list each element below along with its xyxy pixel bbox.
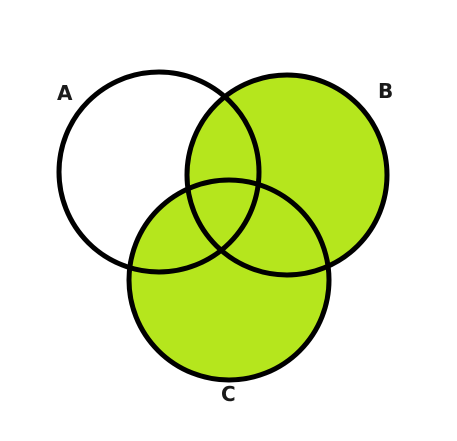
set-c-circle [126, 177, 332, 383]
outline-group [56, 69, 390, 383]
set-c-fill [129, 180, 329, 380]
set-a-label: A [57, 81, 73, 105]
set-b-circle [184, 72, 390, 278]
set-c-label: C [221, 382, 236, 406]
set-a-circle [56, 69, 262, 275]
shaded-region-group [129, 75, 387, 380]
set-b-label: B [378, 79, 393, 103]
